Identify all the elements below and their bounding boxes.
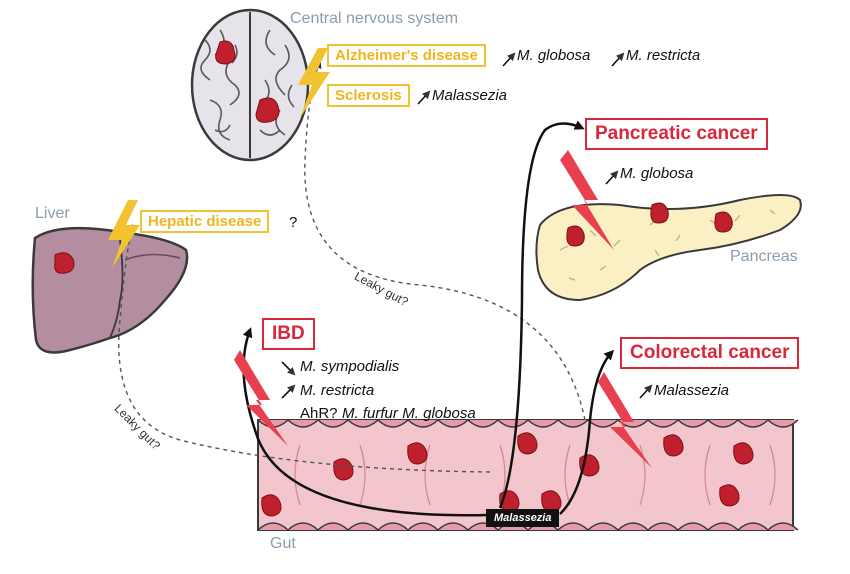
pancreas-illustration [535,194,802,302]
alzheimers-box: Alzheimer's disease [327,44,486,67]
colorectal-cancer-box: Colorectal cancer [620,337,800,369]
lightning-bolts [108,48,652,468]
brain-illustration [190,8,310,162]
ibd-species-3b: M. globosa [402,405,476,422]
hepatic-association: ? [289,214,298,231]
pancreatic-species: M. globosa [620,165,694,182]
sclerosis-box: Sclerosis [327,84,410,107]
ibd-species-3-row: AhR? M. furfur M. globosa [300,405,476,423]
pancreas-label: Pancreas [730,248,798,265]
ibd-box: IBD [262,318,315,350]
gut-label: Gut [270,535,296,552]
trend-arrows [281,52,653,399]
leaky-gut-paths [118,60,586,473]
ibd-species-2: M. restricta [300,382,375,399]
alzheimers-species-1: M. globosa [517,47,591,64]
ahr-label: AhR? [300,405,338,422]
ibd-species-1: M. sympodialis [300,358,400,375]
hepatic-disease-box: Hepatic disease [140,210,270,233]
liver-illustration [31,226,189,354]
alzheimers-species-2: M. restricta [626,47,701,64]
colorectal-species: Malassezia [654,382,730,399]
pancreatic-cancer-box: Pancreatic cancer [585,118,768,150]
liver-label: Liver [35,205,70,222]
malassezia-source-box: Malassezia [486,509,560,527]
cns-label: Central nervous system [290,10,459,27]
ibd-species-3a: M. furfur [341,405,398,422]
gut-illustration [257,418,799,532]
sclerosis-species: Malassezia [432,87,508,104]
